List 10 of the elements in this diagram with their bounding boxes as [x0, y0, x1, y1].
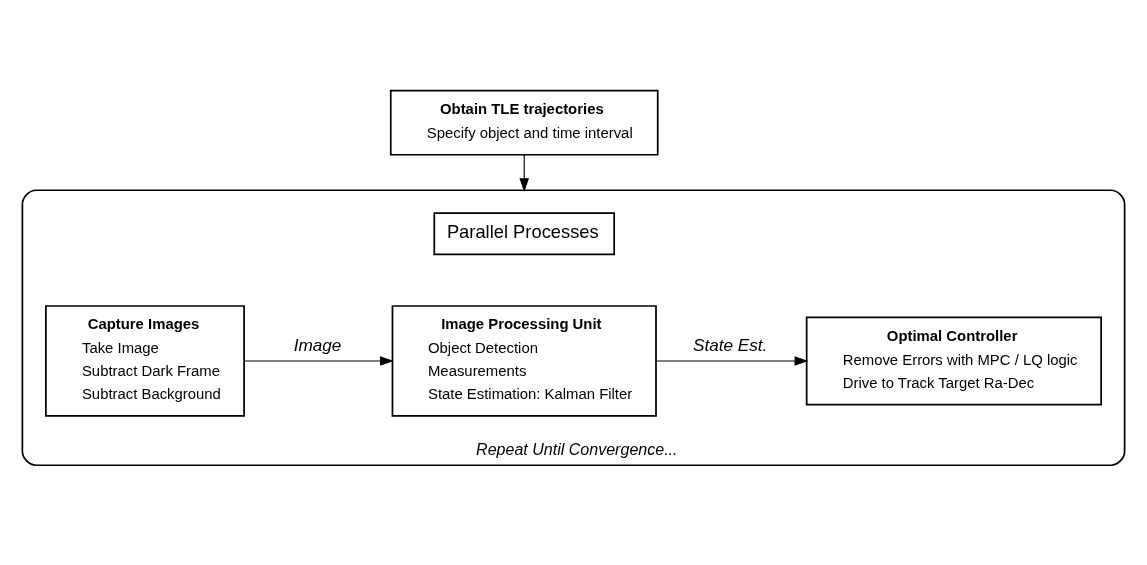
arrow	[519, 154, 530, 192]
edge-label: State Est.	[692, 334, 768, 355]
node-box: Optimal Controller Remove Errors with MPC / LQ logic Drive to Track Target Ra-Dec	[805, 316, 1102, 406]
edge-label: Image	[293, 334, 342, 355]
node-box: Parallel Processes	[433, 212, 616, 256]
arrow	[243, 356, 394, 366]
node-box: Image Processing Unit Object Detection Measurements State Estimation: Kalman Filter	[391, 305, 657, 417]
arrow	[655, 356, 809, 366]
node-box: Capture Images Take Image Subtract Dark Frame Subtract Background	[45, 305, 245, 417]
node-box: Obtain TLE trajectories Specify object and time interval	[389, 89, 659, 156]
